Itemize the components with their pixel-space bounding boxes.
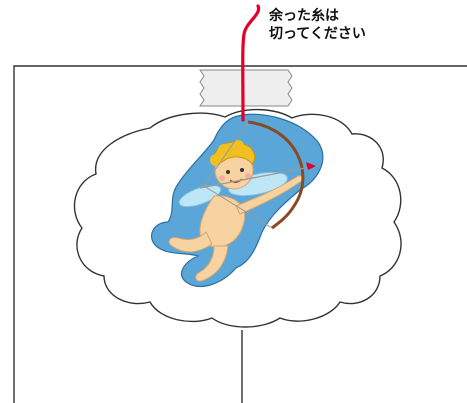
cut-thread-note: 余った糸は 切ってください bbox=[269, 7, 366, 43]
card-panel bbox=[13, 65, 467, 403]
cut-thread-note-line2: 切ってください bbox=[269, 26, 366, 42]
arrow-icon bbox=[199, 162, 317, 189]
cupid-icon bbox=[168, 140, 303, 282]
tape-strip bbox=[199, 69, 293, 107]
hanging-thread bbox=[241, 4, 261, 122]
bow-icon bbox=[247, 120, 305, 230]
cut-thread-note-line1: 余った糸は bbox=[269, 8, 339, 24]
